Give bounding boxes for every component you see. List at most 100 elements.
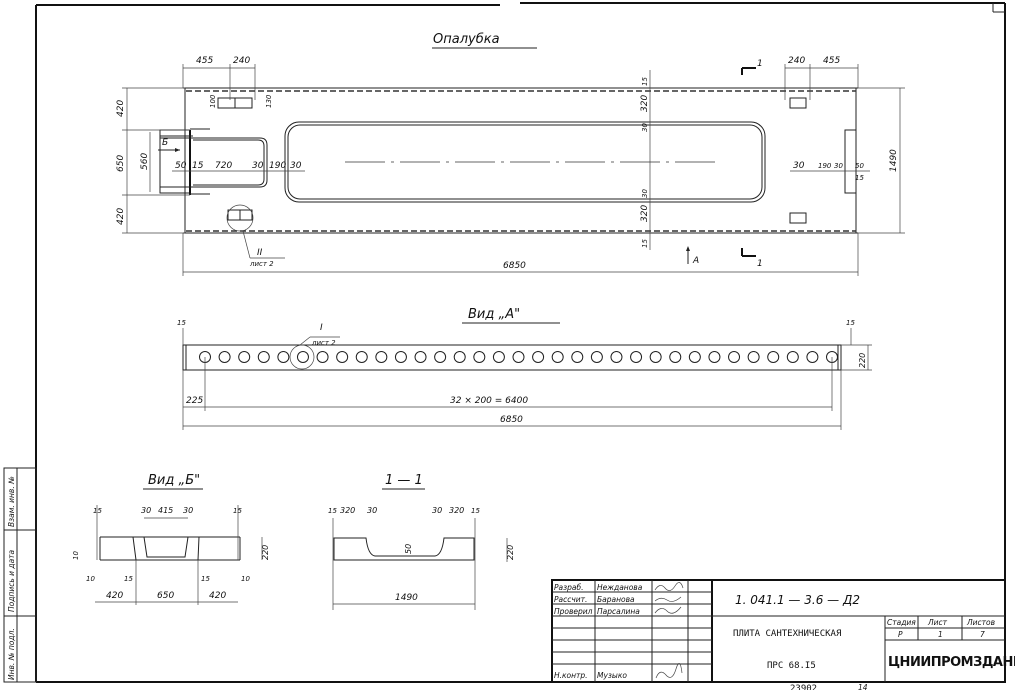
role-calculator: Рассчит.: [554, 595, 587, 604]
view-a-hole: [551, 351, 564, 363]
view-a-hole: [669, 351, 682, 363]
view-a-hole: [473, 351, 486, 363]
plan-dim-100: 100: [209, 94, 217, 108]
view-a-hole: [786, 351, 799, 363]
plan-dim-50-right: 50: [855, 162, 864, 170]
name-developer: Нежданова: [597, 583, 643, 592]
view-b-dim-15c: 15: [124, 575, 133, 583]
archive-number: 23902: [790, 684, 817, 690]
name-checker: Парсалина: [597, 607, 640, 616]
plan-dim-6850: 6850: [503, 261, 526, 271]
view-a-callout-sheet: лист 2: [311, 339, 336, 347]
role-norm-control: Н.контр.: [554, 671, 588, 680]
view-a-callout-num: I: [320, 323, 323, 333]
view-b-dim-420b: 420: [209, 591, 226, 601]
view-a-dim-15-left: 15: [177, 319, 186, 327]
view-a-hole: [394, 351, 407, 363]
plan-section-mark-top: 1: [757, 59, 763, 69]
plan-section-mark-bottom: 1: [757, 259, 763, 269]
page-number: 14: [858, 683, 868, 690]
plan-dim-30-right-a: 30: [793, 161, 805, 171]
signatures: [654, 582, 684, 679]
plan-dim-420-bottom: 420: [116, 208, 126, 225]
view-a-hole: [590, 351, 603, 363]
view-a-hole: [649, 351, 662, 363]
view-b-dim-415: 415: [158, 506, 173, 515]
view-a-hole: [806, 351, 819, 363]
plan-dim-240-right: 240: [788, 56, 805, 66]
stage-value: Р: [898, 630, 903, 639]
view-a-hole: [296, 351, 309, 363]
sheets-header: Листов: [966, 618, 995, 627]
view-b-dim-220: 220: [261, 545, 270, 560]
section-dim-1490: 1490: [395, 593, 418, 603]
view-b-dim-15a: 15: [93, 507, 102, 515]
view-a-hole: [375, 351, 388, 363]
plan-title: Опалубка: [433, 32, 500, 47]
sheet-value: 1: [938, 630, 943, 639]
side-stamp-replace: Взам. инв. №: [7, 476, 16, 527]
view-b-title: Вид „Б": [148, 473, 200, 488]
plan-dim-30a: 30: [252, 161, 264, 171]
section-dim-15a: 15: [328, 507, 337, 515]
plan-dim-center-320a: 320: [640, 95, 650, 112]
plan-dim-1490: 1490: [889, 149, 899, 172]
view-a-hole: [434, 351, 447, 363]
plan-dim-center-15b: 15: [641, 239, 649, 248]
section-dim-320b: 320: [449, 506, 464, 515]
plan-dim-650: 650: [116, 155, 126, 172]
plan-dim-30b: 30: [290, 161, 302, 171]
sheets-value: 7: [980, 630, 985, 639]
plan-dim-190-right: 190: [818, 162, 832, 170]
view-a-dim-220: 220: [858, 353, 867, 368]
side-stamp-inv: Инв. № подл.: [7, 628, 16, 680]
plan-callout-num: II: [257, 248, 263, 258]
view-a-dim-15-right: 15: [846, 319, 855, 327]
view-a-dim-6850: 6850: [500, 415, 523, 425]
name-calculator: Баранова: [597, 595, 635, 604]
plan-dim-15: 15: [192, 161, 204, 171]
plan-dim-130: 130: [265, 94, 273, 108]
role-checker: Проверил: [554, 607, 593, 616]
view-a-hole: [532, 351, 545, 363]
product-name: ПЛИТА САНТЕХНИЧЕСКАЯ: [733, 629, 841, 639]
sheet-header: Лист: [927, 618, 948, 627]
title-block: Разраб. Рассчит. Проверил Н.контр. Нежда…: [551, 579, 1015, 690]
section-dim-15b: 15: [471, 507, 480, 515]
plan-dim-center-15a: 15: [641, 77, 649, 86]
view-b-dim-650: 650: [157, 591, 174, 601]
view-b-dim-10-side: 10: [72, 551, 80, 560]
view-a-title: Вид „А": [468, 307, 520, 322]
plan-dim-420-top: 420: [116, 100, 126, 117]
plan-view-a-mark: А: [692, 256, 699, 266]
plan-view-b-mark: Б: [162, 138, 168, 148]
plan-dim-30-right-b: 30: [834, 162, 843, 170]
view-a-hole: [747, 351, 760, 363]
section-dim-30a: 30: [367, 506, 377, 515]
plan-dim-455-left: 455: [196, 56, 213, 66]
view-a-hole: [708, 351, 721, 363]
section-dim-30b: 30: [432, 506, 442, 515]
view-a-hole: [728, 351, 741, 363]
view-b-dim-30b: 30: [183, 506, 193, 515]
view-a-hole: [238, 351, 251, 363]
view-a-hole: [218, 351, 231, 363]
view-a-hole: [512, 351, 525, 363]
section-dim-50: 50: [404, 544, 413, 554]
plan-dim-560: 560: [140, 153, 150, 170]
plan-dim-720: 720: [215, 161, 232, 171]
view-a-hole: [492, 351, 505, 363]
plan-dim-190: 190: [269, 161, 286, 171]
document-code: 1. 041.1 — 3.6 — Д2: [735, 593, 860, 607]
view-a-hole: [688, 351, 701, 363]
section-dim-220: 220: [506, 545, 515, 560]
view-b-dim-30a: 30: [141, 506, 151, 515]
view-a-hole: [257, 351, 270, 363]
plan-dim-15-right: 15: [855, 174, 864, 182]
view-a-hole: [336, 351, 349, 363]
view-a-hole: [610, 351, 623, 363]
view-a-hole: [630, 351, 643, 363]
view-b-dim-420a: 420: [106, 591, 123, 601]
side-stamp: Инв. № подл. Подпись и дата Взам. инв. №: [3, 467, 37, 683]
